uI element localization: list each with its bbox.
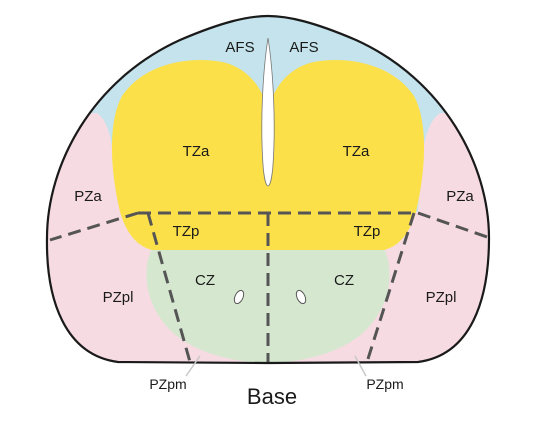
label-pza-left: PZa	[74, 188, 102, 205]
label-afs-left: AFS	[225, 39, 254, 56]
label-tza-right: TZa	[343, 143, 370, 160]
leader-pzpm-left	[185, 355, 201, 377]
duct-right-icon	[295, 289, 307, 305]
label-tzp-left: TZp	[173, 223, 200, 240]
label-pza-right: PZa	[446, 188, 474, 205]
boundary-left-lower	[146, 212, 192, 363]
label-pzpm-right: PZpm	[366, 376, 403, 392]
afs-slit	[261, 37, 275, 187]
gland-outline	[45, 14, 491, 365]
label-pzpl-right: PZpl	[426, 289, 457, 306]
duct-left-icon	[233, 289, 245, 305]
label-pzpl-left: PZpl	[103, 289, 134, 306]
label-cz-right: CZ	[334, 272, 354, 289]
boundary-right-lower	[365, 212, 416, 363]
label-base: Base	[247, 384, 297, 409]
label-tza-left: TZa	[183, 143, 210, 160]
label-pzpm-left: PZpm	[149, 376, 186, 392]
boundary-right-upper	[417, 211, 491, 240]
boundary-left-upper	[49, 211, 139, 242]
leader-pzpm-right	[354, 355, 367, 377]
label-cz-left: CZ	[195, 272, 215, 289]
label-tzp-right: TZp	[354, 223, 381, 240]
zone-boundaries	[49, 211, 491, 364]
label-afs-right: AFS	[289, 39, 318, 56]
